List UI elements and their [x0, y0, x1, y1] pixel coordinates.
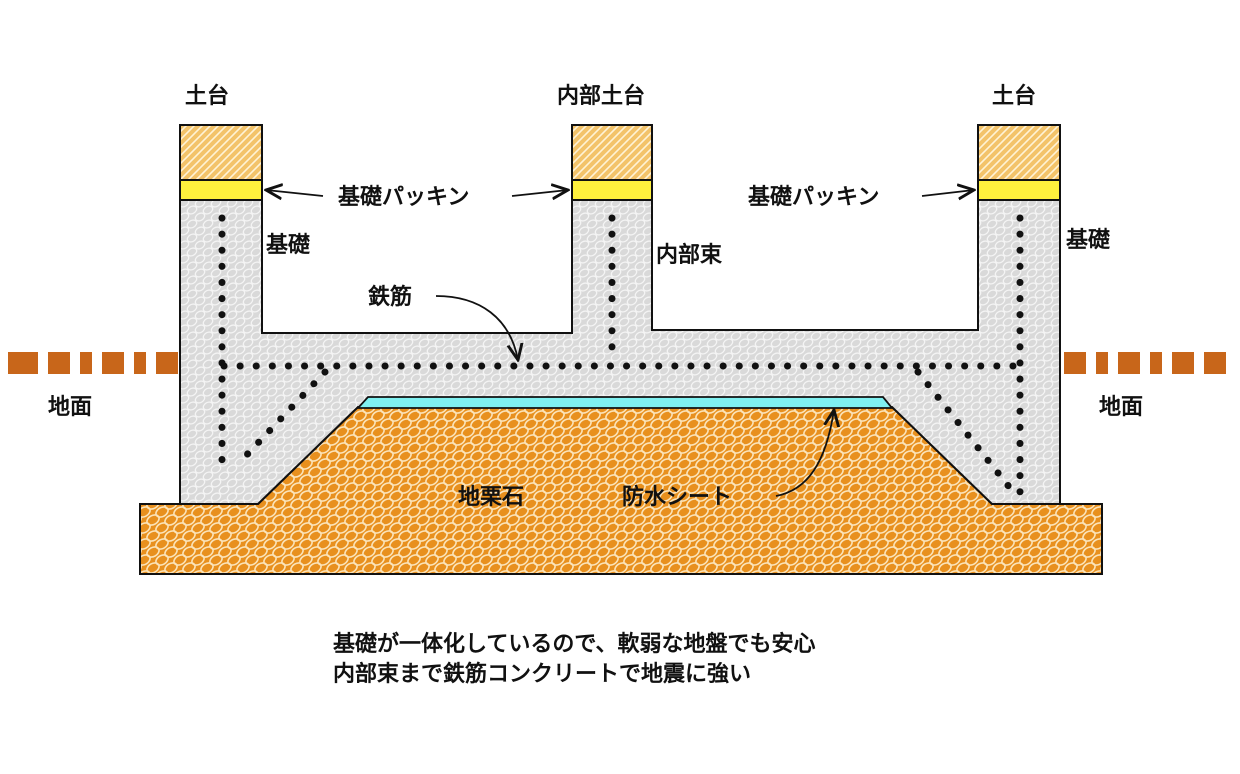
rebar-leader	[435, 295, 518, 360]
packing-left	[179, 179, 263, 201]
packing-center	[571, 179, 653, 201]
label-packing-1: 基礎パッキン	[338, 184, 469, 210]
label-rebar: 鉄筋	[368, 284, 412, 310]
packing-arrow-left	[266, 190, 324, 196]
sill-right	[977, 124, 1061, 181]
label-foundation-left: 基礎	[266, 232, 311, 258]
label-ground-right: 地面	[1099, 395, 1143, 420]
caption-line-1: 基礎が一体化しているので、軟弱な地盤でも安心	[333, 632, 816, 657]
sill-center	[571, 124, 653, 181]
label-packing-2: 基礎パッキン	[748, 184, 879, 210]
ground-dash-right	[1064, 352, 1226, 374]
label-foundation-right: 基礎	[1066, 227, 1111, 253]
ground-dash-left	[8, 352, 178, 374]
label-inner-sill: 内部土台	[557, 83, 645, 109]
packing-arrow-center	[511, 190, 568, 196]
label-ground-left: 地面	[48, 395, 92, 420]
packing-arrow-right	[921, 190, 974, 196]
label-sill-left: 土台	[185, 83, 229, 109]
caption: 基礎が一体化しているので、軟弱な地盤でも安心 内部束まで鉄筋コンクリートで地震に…	[333, 630, 815, 690]
label-waterproof-sheet: 防水シート	[622, 485, 732, 510]
rebar	[218, 214, 1024, 496]
caption-line-2: 内部束まで鉄筋コンクリートで地震に強い	[333, 662, 752, 687]
sill-left	[179, 124, 263, 181]
packing-right	[977, 179, 1061, 201]
label-gravel: 地栗石	[458, 485, 524, 510]
label-sill-right: 土台	[992, 83, 1036, 109]
sheet-leader	[775, 410, 834, 497]
waterproof-sheet	[355, 396, 894, 409]
label-inner-post: 内部束	[656, 242, 723, 268]
